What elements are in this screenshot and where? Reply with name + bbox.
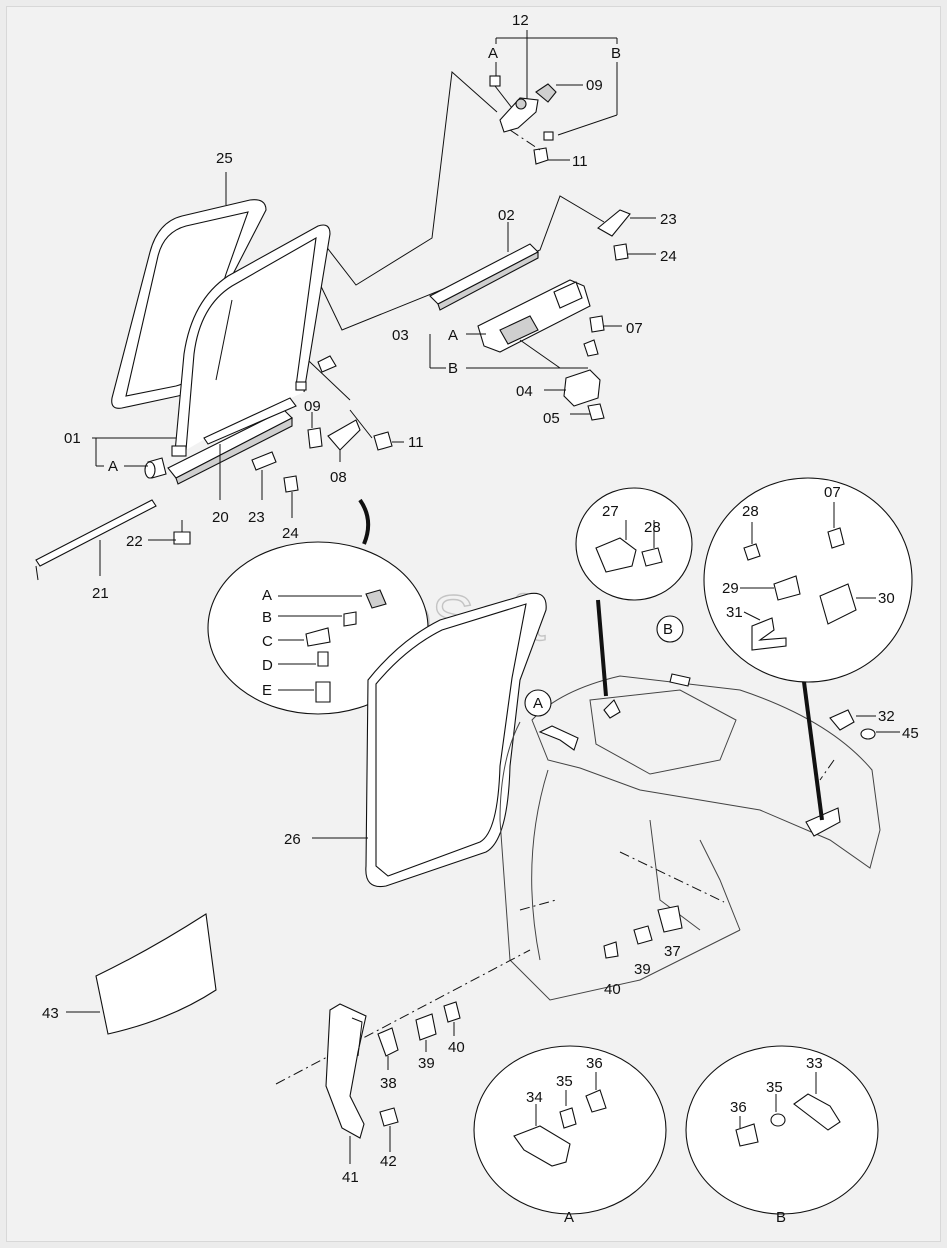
callout-08: 08 — [330, 469, 347, 486]
part-22-bolt — [173, 520, 191, 545]
view-letter-a: A — [564, 1209, 574, 1226]
view-a-circle — [473, 1045, 667, 1215]
callout-28: 28 — [742, 503, 759, 520]
part-26-door-seal — [312, 592, 547, 888]
callout-28-small: 28 — [644, 519, 661, 536]
callout-35-b: 35 — [766, 1079, 783, 1096]
callout-25: 25 — [216, 150, 233, 167]
callout-23-top: 23 — [660, 211, 677, 228]
part-21-guide-strip — [35, 499, 157, 581]
detail-circle-28-31 — [703, 477, 913, 821]
callout-39: 39 — [418, 1055, 435, 1072]
callout-31: 31 — [726, 604, 743, 621]
callout-33: 33 — [806, 1055, 823, 1072]
callout-11-top: 11 — [572, 153, 588, 170]
callout-45: 45 — [902, 725, 919, 742]
part-03-slider-assembly — [429, 279, 622, 369]
roller-a — [144, 457, 167, 479]
callout-20: 20 — [212, 509, 229, 526]
callout-22: 22 — [126, 533, 143, 550]
callout-leaders — [92, 437, 176, 541]
part-08-09-11-catch — [307, 409, 404, 462]
callout-40: 40 — [448, 1039, 465, 1056]
cab-marker-a — [524, 689, 552, 717]
callout-26: 26 — [284, 831, 301, 848]
callout-04: 04 — [516, 383, 533, 400]
letter-detail-c: C — [262, 633, 273, 650]
callout-12: 12 — [512, 12, 529, 29]
cab-letter-b: B — [663, 621, 673, 638]
part-43-side-glass — [66, 913, 217, 1035]
callout-32: 32 — [878, 708, 895, 725]
callout-43: 43 — [42, 1005, 59, 1022]
callout-07: 07 — [626, 320, 643, 337]
callout-39-cab: 39 — [634, 961, 651, 978]
callout-37: 37 — [664, 943, 681, 960]
part-01-door-frame — [171, 224, 337, 457]
callout-23-mid: 23 — [248, 509, 265, 526]
part-25-window-glass-seal — [111, 172, 267, 409]
callout-03: 03 — [392, 327, 409, 344]
callout-36-a: 36 — [586, 1055, 603, 1072]
callout-02: 02 — [498, 207, 515, 224]
letter-detail-e: E — [262, 682, 272, 699]
part-32-45-pad — [829, 709, 900, 740]
callout-24-mid: 24 — [282, 525, 299, 542]
cab-marker-b — [656, 615, 684, 643]
letter-top-a: A — [488, 45, 498, 62]
callout-24-top: 24 — [660, 248, 677, 265]
cab-body — [275, 673, 881, 1085]
callout-40-cab: 40 — [604, 981, 621, 998]
detail-circle-27-28 — [575, 487, 693, 697]
callout-42: 42 — [380, 1153, 397, 1170]
view-b-circle — [685, 1045, 879, 1215]
callout-34: 34 — [526, 1089, 543, 1106]
letter-detail-d: D — [262, 657, 273, 674]
callout-41: 41 — [342, 1169, 359, 1186]
callout-09-top: 09 — [586, 77, 603, 94]
part-04-05-guide-block — [544, 369, 605, 421]
part-23-24-upper-clip — [597, 209, 656, 261]
callout-36-b: 36 — [730, 1099, 747, 1116]
callout-38: 38 — [380, 1075, 397, 1092]
letter-03-a: A — [448, 327, 458, 344]
callout-labels: 12 A B 09 11 25 02 23 24 03 A B 07 04 05… — [42, 12, 919, 1226]
cab-letter-a: A — [533, 695, 543, 712]
callout-30: 30 — [878, 590, 895, 607]
part-41-lower-bracket — [325, 1001, 461, 1164]
callout-05: 05 — [543, 410, 560, 427]
callout-07-detail: 07 — [824, 484, 841, 501]
part-20-lower-rail — [167, 397, 297, 500]
callout-35-a: 35 — [556, 1073, 573, 1090]
callout-11-mid: 11 — [408, 434, 424, 451]
part-23-24-lower-clip — [251, 451, 299, 518]
letter-detail-b: B — [262, 609, 272, 626]
detail-circle-pins — [207, 498, 429, 715]
callout-29: 29 — [722, 580, 739, 597]
part-12-hinge-assembly — [489, 30, 618, 165]
callout-21: 21 — [92, 585, 109, 602]
letter-01-a: A — [108, 458, 118, 475]
letter-detail-a: A — [262, 587, 272, 604]
letter-03-b: B — [448, 360, 458, 377]
callout-27: 27 — [602, 503, 619, 520]
part-02-upper-rail — [429, 222, 539, 311]
letter-top-b: B — [611, 45, 621, 62]
view-letter-b: B — [776, 1209, 786, 1226]
callout-01: 01 — [64, 430, 81, 447]
callout-09-mid: 09 — [304, 398, 321, 415]
